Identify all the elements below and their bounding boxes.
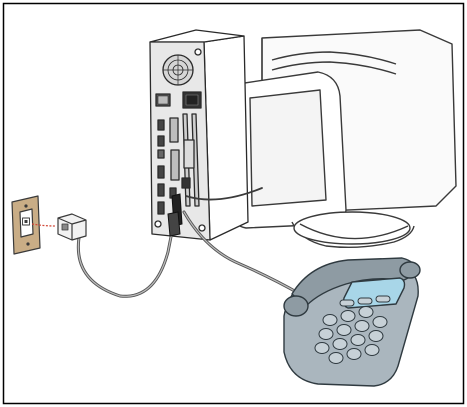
line-splitter — [58, 214, 86, 240]
computer-tower — [150, 30, 248, 240]
fan-grill-icon — [163, 55, 193, 85]
